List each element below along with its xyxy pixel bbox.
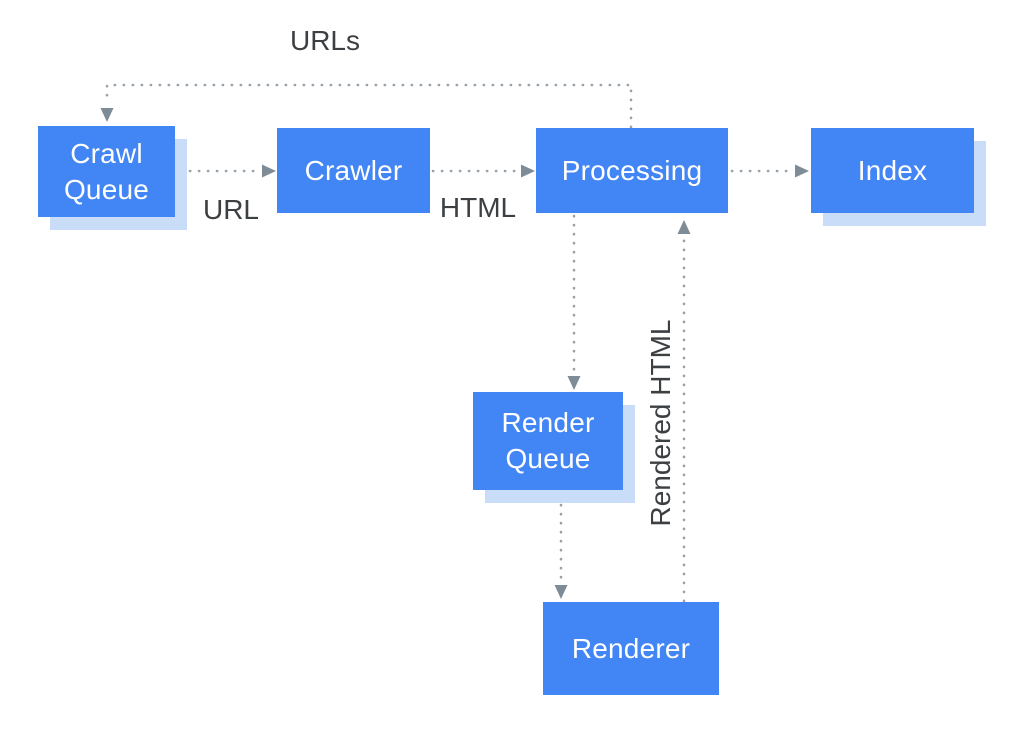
arrowhead-into-processing [521,164,535,178]
node-crawler-label: Crawler [304,154,403,186]
arrowhead-into-renderer [554,585,568,599]
arrowhead-into-crawl-queue [100,108,114,122]
node-processing-label: Processing [561,154,703,186]
node-crawler: Crawler [277,128,430,213]
edge-label-rendered-html: Rendered HTML [645,319,676,527]
arrowhead-into-crawler [262,164,276,178]
node-index-label: Index [857,154,928,186]
arrowhead-into-render-queue [567,376,581,390]
node-render-queue-label: Render Queue [501,407,595,474]
node-crawl-queue-label: Crawl Queue [63,137,150,205]
node-index: Index [811,128,974,213]
node-renderer: Renderer [543,602,719,695]
edge-processing-to-crawl-queue [105,83,633,129]
arrowhead-into-index [795,164,809,178]
node-renderer-label: Renderer [571,632,691,664]
arrowhead-into-processing-bottom [677,220,691,234]
edge-label-html: HTML [439,192,517,223]
node-render-queue: Render Queue [473,392,623,490]
edge-label-url: URL [202,194,260,225]
node-crawl-queue: Crawl Queue [38,126,175,217]
node-processing: Processing [536,128,728,213]
edge-label-urls: URLs [289,25,361,56]
